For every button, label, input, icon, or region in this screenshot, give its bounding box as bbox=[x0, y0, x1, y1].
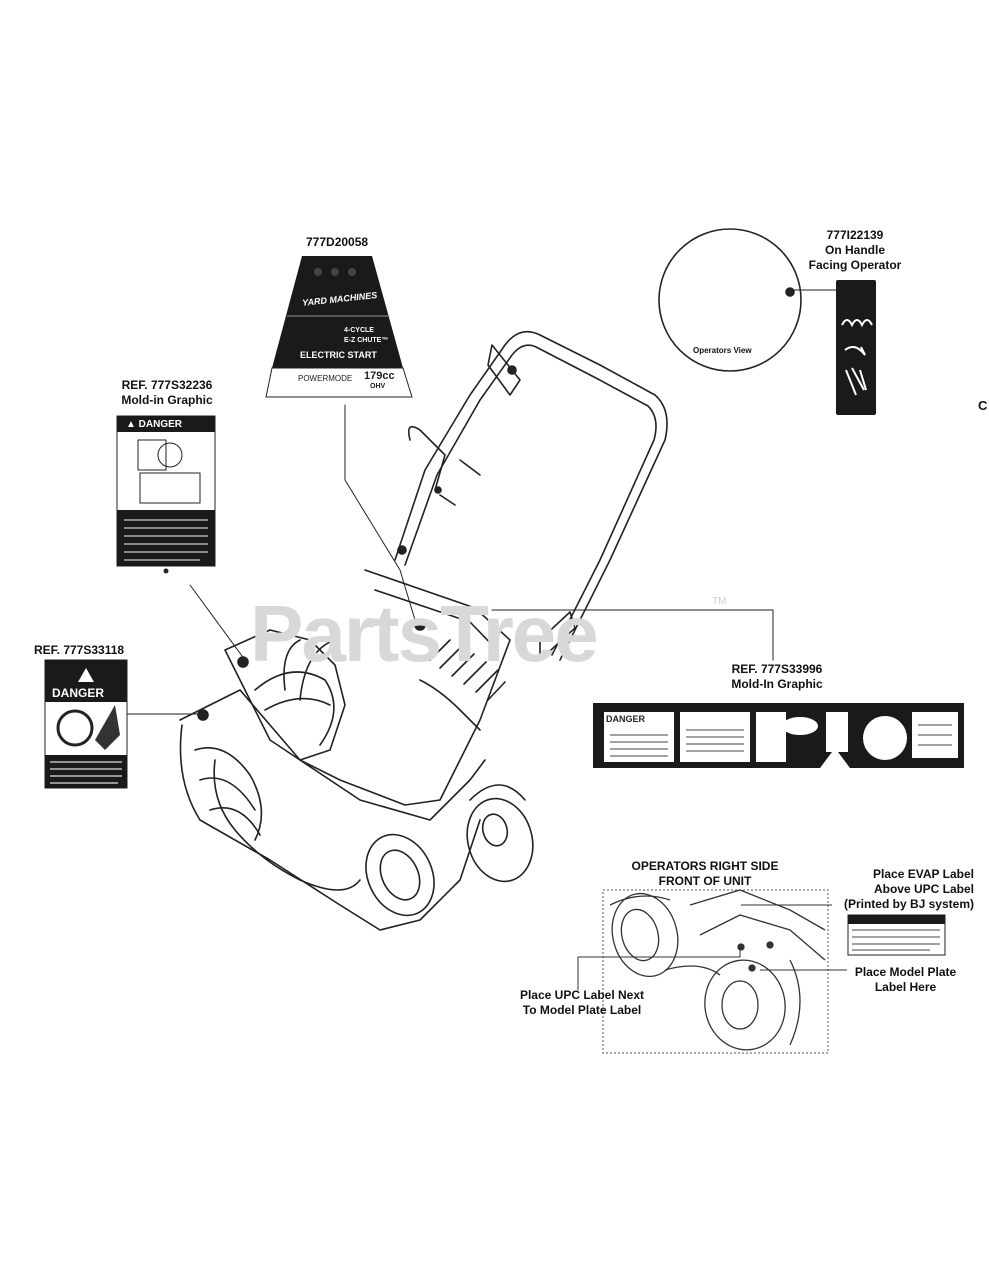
label-evap-line1: Place EVAP Label bbox=[873, 867, 974, 881]
trademark-symbol: TM bbox=[712, 596, 727, 607]
label-777s33996: REF. 777S33996 Mold-In Graphic bbox=[722, 662, 832, 692]
inset-title-line2: FRONT OF UNIT bbox=[658, 874, 752, 888]
label-upc-line2: To Model Plate Label bbox=[522, 1003, 642, 1017]
decal-chute-text: E-Z CHUTE™ bbox=[344, 337, 389, 344]
label-evap-line3: (Printed by BJ system) bbox=[843, 897, 974, 911]
label-model-plate: Place Model Plate Label Here bbox=[848, 965, 963, 995]
label-777i22139-line2: On Handle bbox=[824, 243, 885, 257]
partstree-watermark: PartsTree bbox=[250, 589, 599, 678]
danger-header-lower: DANGER bbox=[52, 686, 105, 700]
label-upc-line1: Place UPC Label Next bbox=[519, 988, 645, 1002]
label-777s32236-line2: Mold-in Graphic bbox=[121, 393, 213, 407]
label-777s33996-ref: REF. 777S33996 bbox=[731, 662, 823, 676]
label-777s33118: REF. 777S33118 bbox=[34, 643, 125, 657]
label-777i22139-ref: 777I22139 bbox=[826, 228, 884, 242]
danger-header-right: DANGER bbox=[606, 714, 646, 724]
label-upc: Place UPC Label Next To Model Plate Labe… bbox=[512, 988, 652, 1018]
label-evap-line2: Above UPC Label bbox=[873, 882, 974, 896]
decal-model-text: 4-CYCLE bbox=[344, 327, 374, 334]
decal-cc-text: 179cc bbox=[364, 370, 395, 382]
label-model-plate-line2: Label Here bbox=[874, 980, 937, 994]
label-evap: Place EVAP Label Above UPC Label (Printe… bbox=[830, 867, 974, 912]
label-777s32236: REF. 777S32236 Mold-in Graphic bbox=[112, 378, 222, 408]
inset-title-line1: OPERATORS RIGHT SIDE bbox=[631, 859, 779, 873]
label-777i22139: 777I22139 On Handle Facing Operator bbox=[800, 228, 910, 273]
decal-ohv-text: OHV bbox=[370, 383, 386, 390]
operators-view-caption: Operators View bbox=[693, 346, 752, 355]
danger-header-upper: ▲ DANGER bbox=[126, 419, 183, 430]
label-777s32236-ref: REF. 777S32236 bbox=[121, 378, 213, 392]
decal-start-text: ELECTRIC START bbox=[300, 350, 377, 360]
label-model-plate-line1: Place Model Plate bbox=[854, 965, 957, 979]
decal-power-text: POWERMODE bbox=[298, 374, 353, 383]
label-777i22139-line3: Facing Operator bbox=[808, 258, 902, 272]
label-777d20058: 777D20058 bbox=[306, 235, 369, 249]
label-777s33996-line2: Mold-In Graphic bbox=[731, 677, 823, 691]
edge-letter: C bbox=[978, 398, 988, 413]
inset-title: OPERATORS RIGHT SIDE FRONT OF UNIT bbox=[630, 859, 780, 889]
